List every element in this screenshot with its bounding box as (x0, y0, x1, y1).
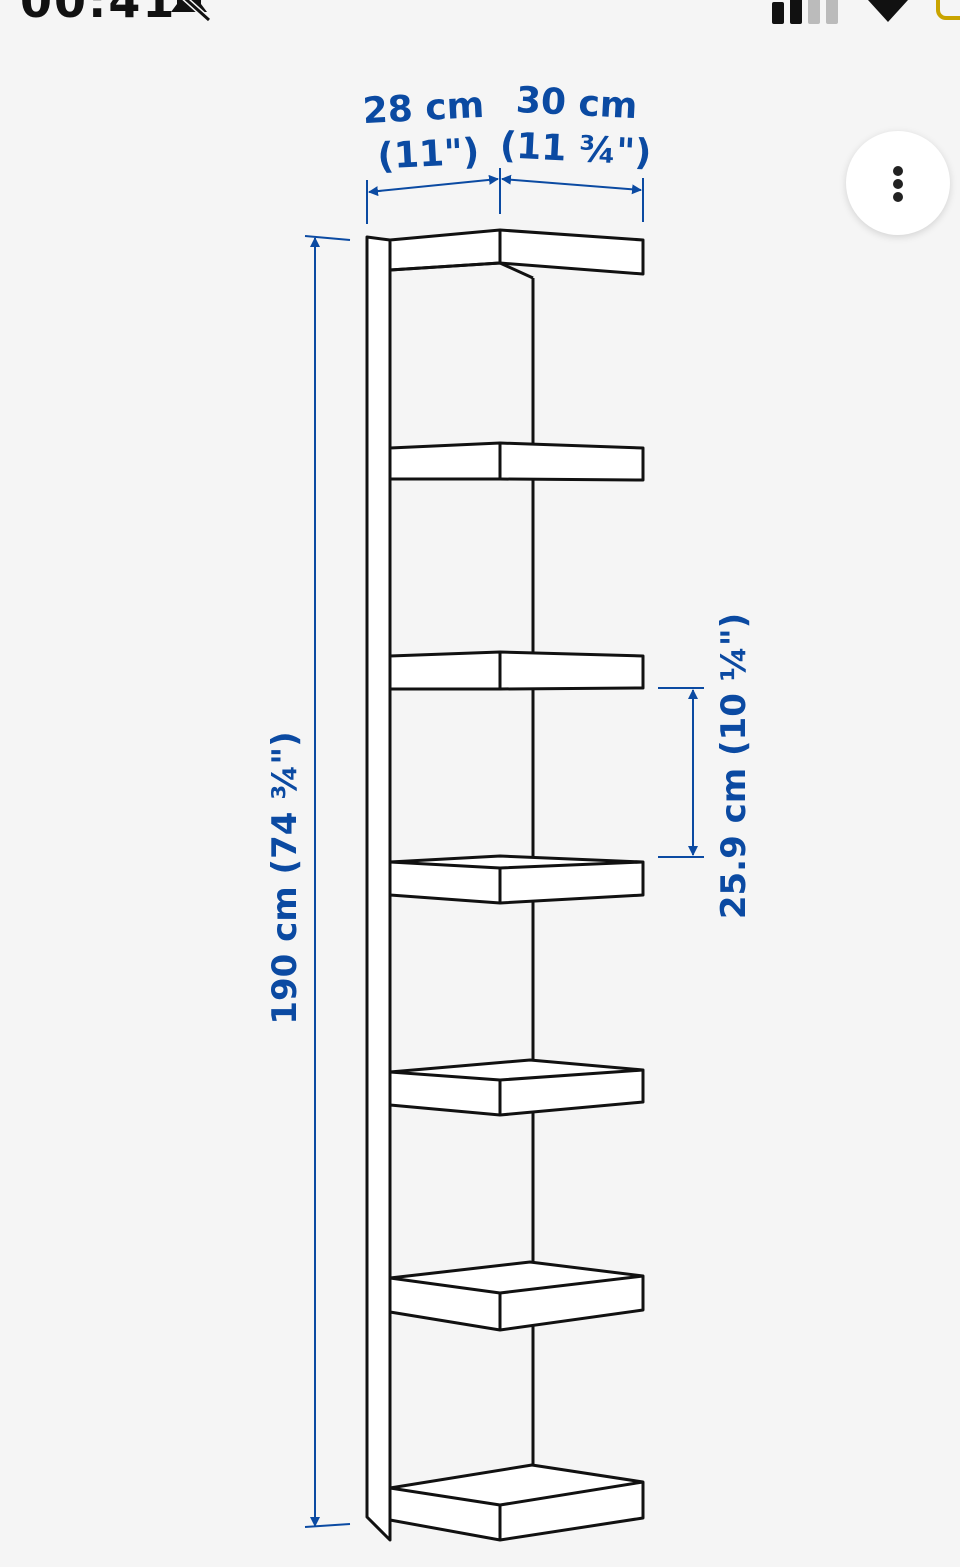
shelf-7 (388, 1463, 645, 1542)
bell-off-icon (171, 0, 212, 22)
width-2-cm-label: 30 cm (515, 80, 638, 127)
width-1-dimension-line (368, 174, 499, 197)
width-1-cm-label: 28 cm (362, 85, 485, 132)
shelf-6 (388, 1260, 645, 1332)
shelf-1 (388, 228, 645, 280)
shelf-2 (388, 441, 645, 482)
shelf-3 (388, 650, 645, 691)
shelf-4 (388, 854, 645, 905)
shelf-unit (365, 228, 645, 1542)
status-bar: 00:41 (0, 0, 960, 24)
status-time: 00:41 (20, 0, 176, 24)
shelf-5 (388, 1058, 645, 1117)
wifi-icon (868, 0, 908, 22)
shelf-spacing-label: 25.9 cm (10 ¼") (714, 613, 754, 919)
height-label: 190 cm (74 ¾") (265, 731, 305, 1024)
dimension-lines (304, 168, 704, 1528)
more-options-button[interactable] (846, 131, 950, 235)
signal-icon (772, 0, 838, 24)
battery-icon (936, 0, 960, 20)
side-board (365, 235, 392, 1542)
width-2-in-label: (11 ¾") (499, 125, 653, 174)
width-2-dimension-line (501, 174, 642, 195)
width-1-in-label: (11") (377, 131, 481, 177)
